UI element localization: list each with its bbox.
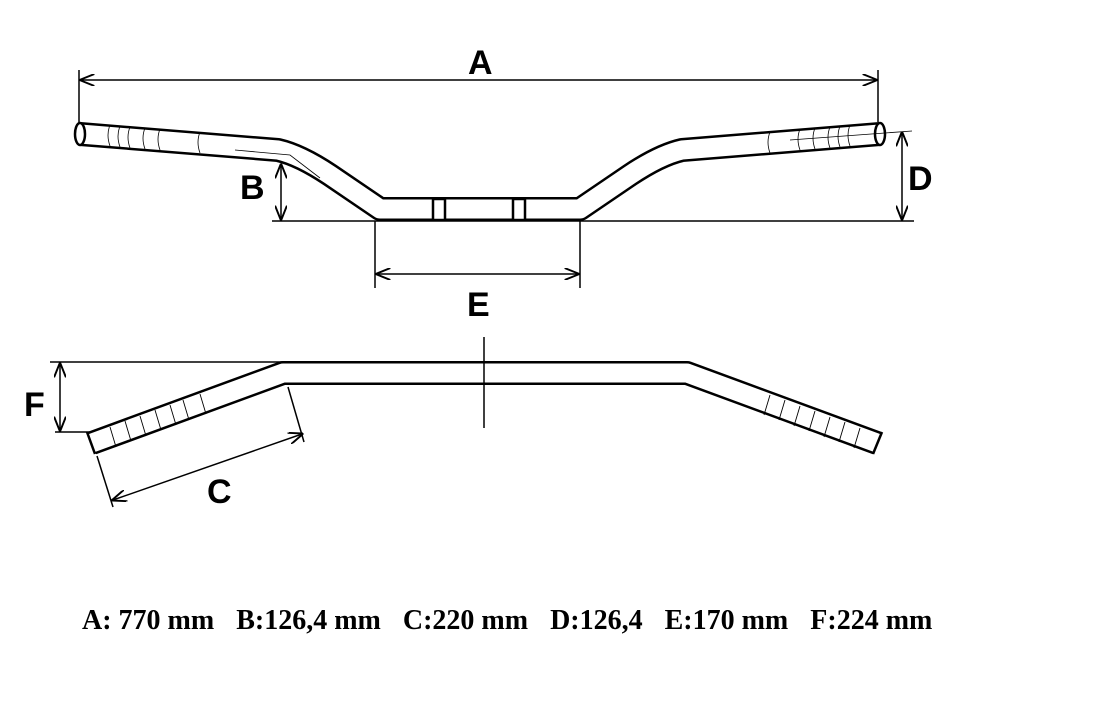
spec-f: F:224 mm [810, 605, 933, 636]
dimension-lines-side [50, 361, 304, 508]
handlebar-front-view [73, 121, 913, 222]
label-a: A [468, 44, 493, 82]
dimension-lines-front [78, 70, 914, 288]
dimension-specs: A: 770 mm B:126,4 mm C:220 mm D:126,4 E:170 … [82, 605, 954, 637]
label-b: B [240, 169, 265, 207]
label-d: D [908, 160, 933, 198]
spec-a: A: 770 mm [82, 605, 215, 636]
spec-c: C:220 mm [402, 605, 529, 636]
label-f: F [24, 386, 45, 424]
handlebar-side-view [85, 337, 884, 455]
spec-d: D:126,4 [550, 605, 643, 636]
spec-e: E:170 mm [664, 605, 789, 636]
label-e: E [467, 286, 490, 324]
label-c: C [207, 473, 232, 511]
spec-b: B:126,4 mm [236, 605, 381, 636]
